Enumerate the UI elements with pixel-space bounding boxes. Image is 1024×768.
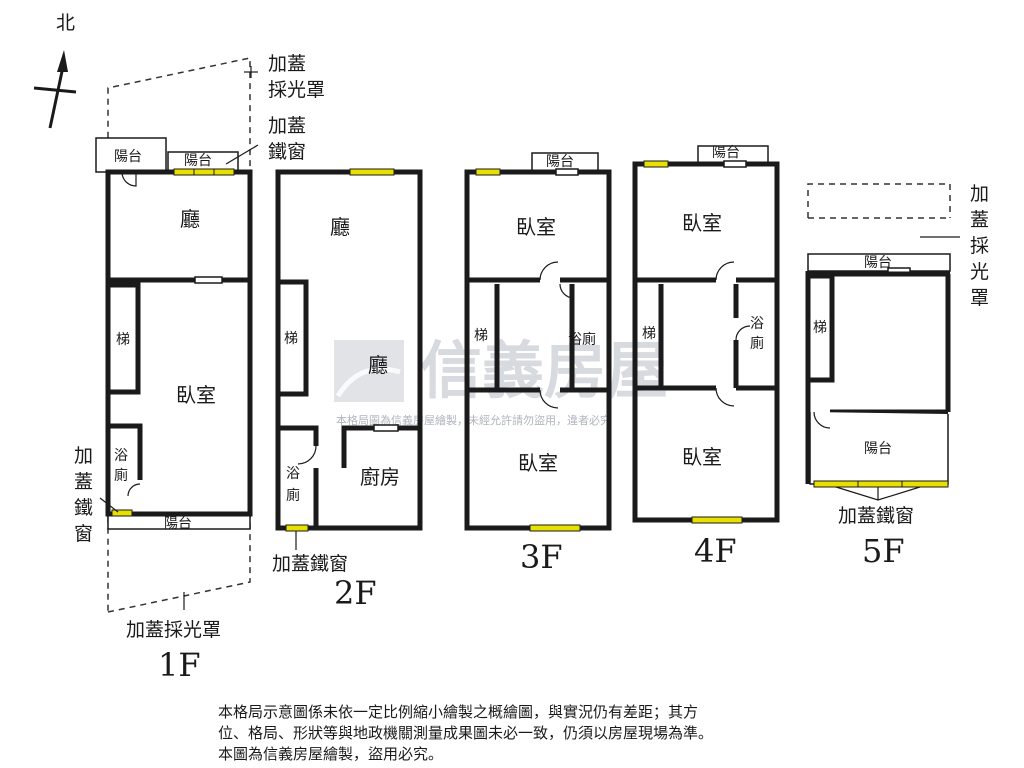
1f-ironwin-left-v3: 鐵 (74, 497, 93, 519)
2f-living-label: 廳 (330, 215, 350, 239)
2f-outer-wall (275, 169, 423, 531)
floor-3f: 陽台 臥室 梯 浴廁 臥室 3F (464, 152, 612, 576)
2f-stairs-label: 梯 (284, 331, 298, 347)
1f-bath-label-1: 浴 (114, 448, 128, 464)
5f-skylight-v1: 加 (970, 183, 989, 205)
1f-ironwin-left-v2: 蓋 (74, 471, 93, 493)
floor-label-4f: 4F (694, 532, 737, 570)
5f-ironwin-label: 加蓋鐵窗 (838, 505, 914, 527)
disclaimer-line-1: 本格局示意圖係未依一定比例縮小繪製之概繪圖，與實況仍有差距；其方 (218, 703, 699, 721)
2f-bath-label-2: 廁 (286, 487, 300, 504)
floor-label-3f: 3F (520, 538, 563, 576)
1f-bedroom-label: 臥室 (176, 383, 216, 407)
1f-living-label: 廳 (180, 207, 200, 231)
2f-kitchen-label: 廚房 (360, 465, 400, 489)
watermark-logo-icon (334, 340, 404, 402)
4f-stairs-label: 梯 (642, 326, 656, 342)
4f-bedroom-front-label: 臥室 (682, 211, 722, 235)
north-arrow-icon (48, 61, 66, 129)
1f-balcony-left (95, 137, 167, 173)
1f-stairs-label: 梯 (116, 332, 130, 348)
1f-ironwin-top-l2: 鐵窗 (268, 141, 306, 163)
1f-balcony-back-label: 陽台 (164, 516, 192, 532)
floor-5f: 陽台 梯 陽台 加 蓋 採 光 罩 加蓋鐵窗 5F (805, 183, 989, 570)
disclaimer-line-3: 本圖為信義房屋繪製，盜用必究。 (218, 745, 444, 763)
5f-skylight-v4: 光 (970, 261, 989, 283)
watermark-brand: 信義房屋 (420, 334, 668, 407)
1f-ironwin-top-l1: 加蓋 (268, 115, 306, 137)
5f-stairs-label: 梯 (813, 320, 827, 336)
3f-bedroom-back-label: 臥室 (518, 451, 558, 475)
floor-2f: 廳 梯 廳 浴 廁 廚房 加蓋鐵窗 2F (272, 168, 423, 612)
1f-bath-label-2: 廁 (114, 467, 128, 484)
3f-bath-label: 浴廁 (568, 331, 596, 348)
1f-skylight-top-l1: 加蓋 (268, 53, 306, 75)
north-label: 北 (56, 12, 75, 34)
5f-balcony-back-label: 陽台 (864, 441, 892, 457)
4f-balcony-label: 陽台 (712, 145, 740, 161)
2f-inner-living-label: 廳 (368, 353, 388, 377)
3f-balcony-label: 陽台 (546, 154, 574, 170)
watermark-notice: 本格局圖為信義房屋繪製，未經允許請勿盜用，違者必究 (336, 413, 611, 427)
1f-ironwin-left-v1: 加 (74, 445, 93, 467)
disclaimer: 本格局示意圖係未依一定比例縮小繪製之概繪圖，與實況仍有差距；其方 位、格局、形狀… (218, 702, 818, 765)
floor-1f: 陽台 陽台 陽台 廳 梯 臥室 浴 廁 加蓋 採光罩 加蓋 鐵窗 加 蓋 鐵 窗… (74, 53, 325, 684)
watermark: 信義房屋 本格局圖為信義房屋繪製，未經允許請勿盜用，違者必究 (334, 334, 668, 427)
1f-skylight-bottom: 加蓋採光罩 (126, 619, 221, 641)
3f-bedroom-front-label: 臥室 (516, 215, 556, 239)
1f-skylight-top-l2: 採光罩 (268, 79, 325, 101)
4f-bath-label-2: 廁 (750, 335, 764, 352)
5f-skylight-v2: 蓋 (970, 209, 989, 231)
3f-stairs-label: 梯 (474, 328, 488, 344)
5f-balcony-front-label: 陽台 (864, 255, 892, 271)
1f-balcony-front-label: 陽台 (184, 153, 212, 169)
north-compass: 北 (33, 12, 77, 129)
5f-skylight-v5: 罩 (970, 287, 989, 309)
2f-ironwin-label: 加蓋鐵窗 (272, 553, 348, 575)
4f-bedroom-back-label: 臥室 (682, 445, 722, 469)
2f-bath-label-1: 浴 (286, 466, 300, 482)
floor-label-2f: 2F (334, 574, 377, 612)
4f-bath-label-1: 浴 (750, 316, 764, 332)
5f-balcony-front (807, 253, 951, 272)
1f-balcony-left-label: 陽台 (114, 149, 142, 165)
disclaimer-line-2: 位、格局、形狀等與地政機關測量成果圖未必一致，仍須以房屋現場為準。 (218, 724, 714, 742)
floor-label-1f: 1F (158, 646, 201, 684)
5f-skylight-v3: 採 (970, 235, 989, 257)
1f-ironwin-left-v4: 窗 (74, 523, 93, 545)
floor-4f: 陽台 臥室 梯 浴 廁 臥室 4F (632, 145, 780, 570)
floor-label-5f: 5F (862, 532, 905, 570)
